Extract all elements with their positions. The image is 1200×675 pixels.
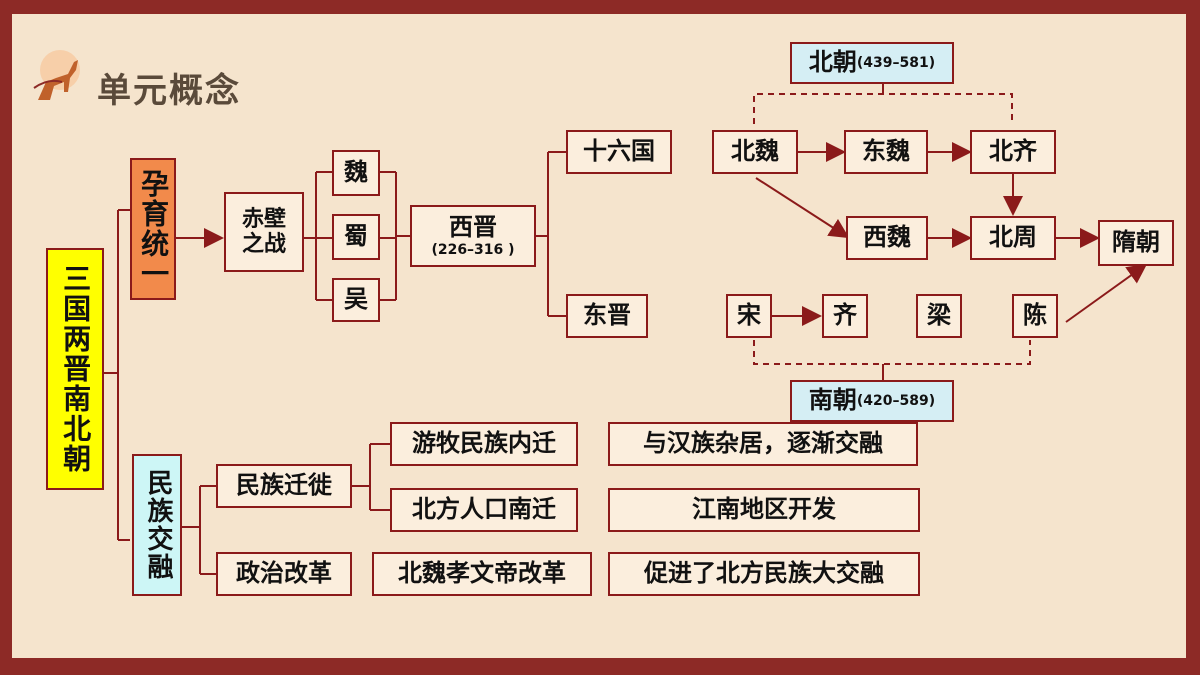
result-great-fusion: 促进了北方民族大交融 bbox=[608, 552, 920, 596]
xijin-years: (226–316 ) bbox=[431, 241, 515, 258]
xijin-name: 西晋 bbox=[449, 213, 497, 242]
node-liang: 梁 bbox=[916, 294, 962, 338]
node-xiwei: 西魏 bbox=[846, 216, 928, 260]
node-xijin: 西晋 (226–316 ) bbox=[410, 205, 536, 267]
node-dongjin: 东晋 bbox=[566, 294, 648, 338]
node-migration: 民族迁徙 bbox=[216, 464, 352, 508]
node-beiqi: 北齐 bbox=[970, 130, 1056, 174]
node-shiliuguo: 十六国 bbox=[566, 130, 672, 174]
node-qi: 齐 bbox=[822, 294, 868, 338]
nanchao-years: (420–589) bbox=[856, 392, 936, 409]
node-north-south-migration: 北方人口南迁 bbox=[390, 488, 578, 532]
node-wu: 吴 bbox=[332, 278, 380, 322]
node-dongwei: 东魏 bbox=[844, 130, 928, 174]
node-reform: 政治改革 bbox=[216, 552, 352, 596]
node-chibi: 赤壁之战 bbox=[224, 192, 304, 272]
node-chen: 陈 bbox=[1012, 294, 1058, 338]
deer-logo-icon bbox=[33, 50, 80, 100]
node-song: 宋 bbox=[726, 294, 772, 338]
beichao-name: 北朝 bbox=[808, 48, 857, 77]
node-beiwei: 北魏 bbox=[712, 130, 798, 174]
result-mixed-living: 与汉族杂居，逐渐交融 bbox=[608, 422, 918, 466]
node-nomad-migration: 游牧民族内迁 bbox=[390, 422, 578, 466]
result-jiangnan-development: 江南地区开发 bbox=[608, 488, 920, 532]
root-node: 三国两晋南北朝 bbox=[46, 248, 104, 490]
label-beichao: 北朝(439–581) bbox=[790, 42, 954, 84]
beichao-years: (439–581) bbox=[856, 54, 936, 71]
node-sui: 隋朝 bbox=[1098, 220, 1174, 266]
label-nanchao: 南朝(420–589) bbox=[790, 380, 954, 422]
branch-ethnic-fusion: 民族交融 bbox=[132, 454, 182, 596]
node-xiaowen-reform: 北魏孝文帝改革 bbox=[372, 552, 592, 596]
node-beizhou: 北周 bbox=[970, 216, 1056, 260]
node-wei: 魏 bbox=[332, 150, 380, 196]
page-title: 单元概念 bbox=[97, 71, 241, 111]
branch-unification: 孕育统一 bbox=[130, 158, 176, 300]
node-shu: 蜀 bbox=[332, 214, 380, 260]
nanchao-name: 南朝 bbox=[808, 386, 857, 415]
